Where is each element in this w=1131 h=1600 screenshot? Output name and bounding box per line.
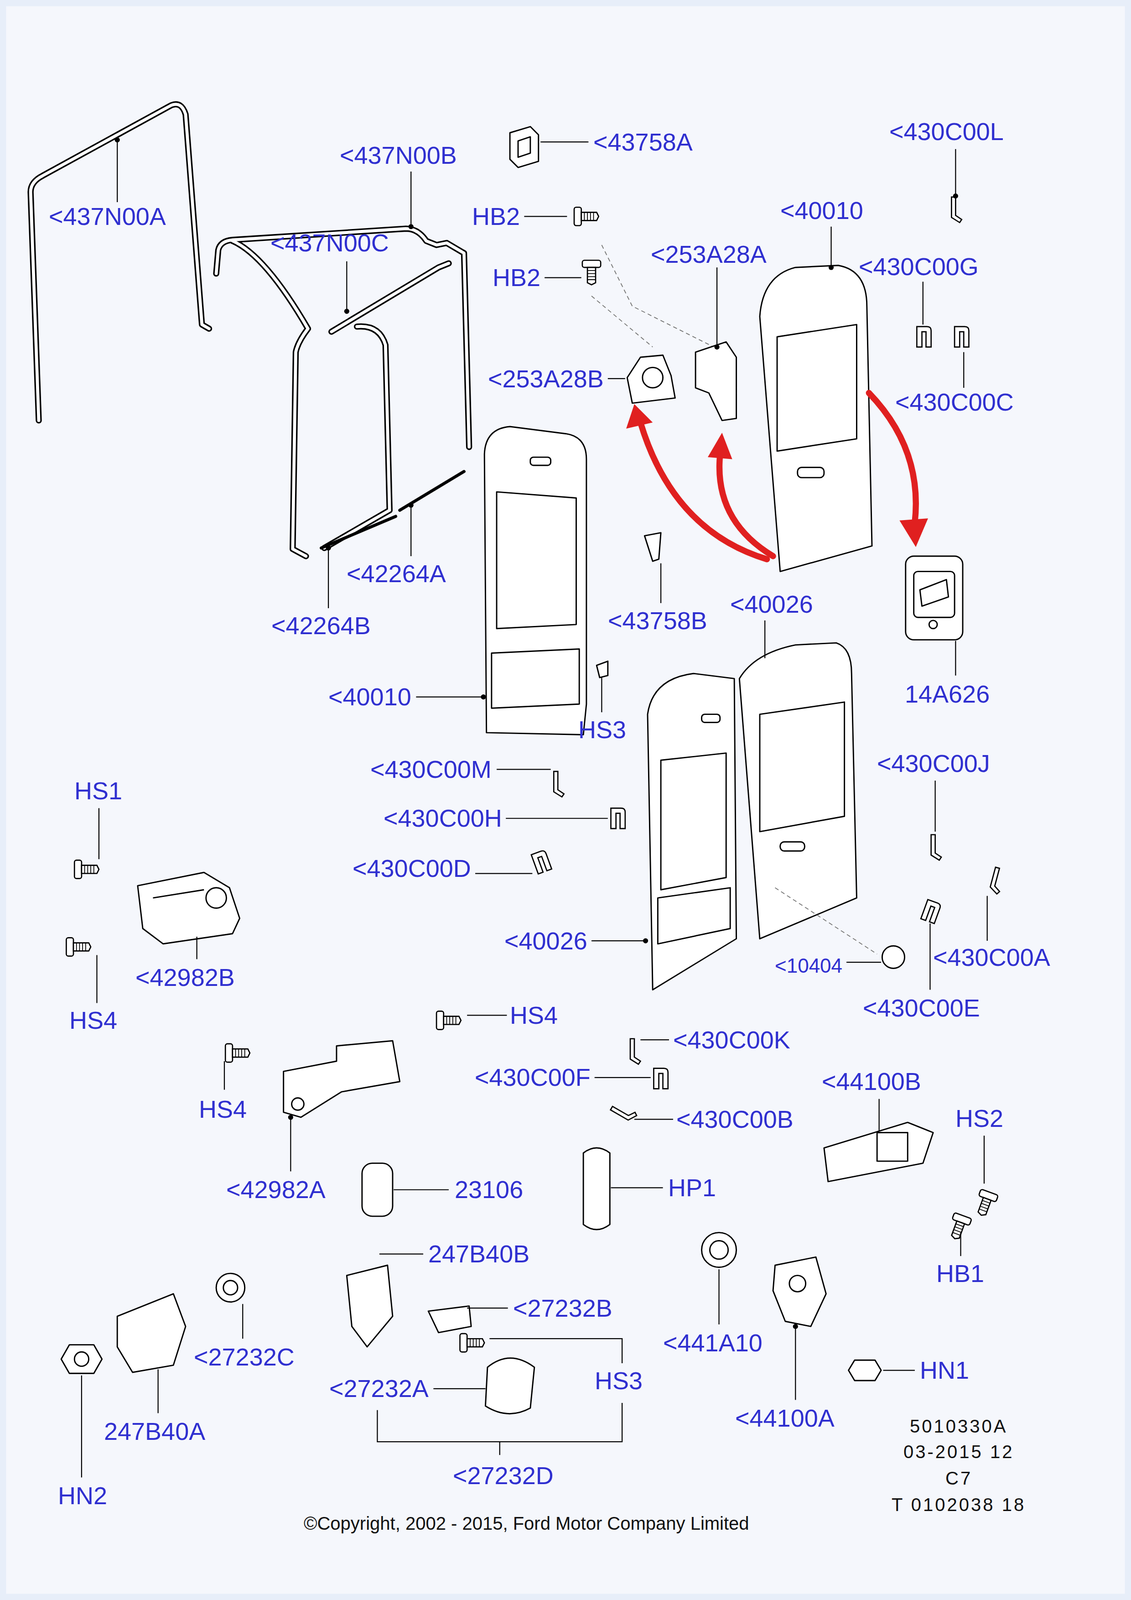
callout-number: <42982B bbox=[135, 962, 235, 991]
callout-number: <43758A bbox=[593, 127, 693, 156]
callout-number: HB2 bbox=[472, 202, 520, 231]
callout-number: <27232A bbox=[329, 1373, 429, 1402]
callout-number: <441A10 bbox=[663, 1328, 763, 1357]
callout-number: 5010330A bbox=[909, 1415, 1008, 1437]
callout-number: HS3 bbox=[594, 1365, 643, 1395]
callout-number: HB1 bbox=[936, 1258, 985, 1287]
callout-number: <27232B bbox=[513, 1293, 613, 1322]
callout-number: <430C00A bbox=[933, 942, 1051, 971]
callout-number: HS3 bbox=[578, 715, 627, 744]
callout-number: <430C00M bbox=[370, 754, 492, 784]
callout-number: <40026 bbox=[504, 926, 588, 955]
callout-number: <42982A bbox=[226, 1174, 326, 1204]
callout-number: <430C00C bbox=[895, 387, 1014, 416]
callout-number: 247B40A bbox=[103, 1416, 206, 1445]
callout-number: <253A28A bbox=[650, 239, 767, 269]
callout-number: HN1 bbox=[919, 1355, 970, 1384]
callout-number: HN2 bbox=[57, 1480, 108, 1510]
callout-number: <44100B bbox=[821, 1066, 922, 1095]
callout-number: <40026 bbox=[730, 589, 814, 618]
callout-number: <430C00D bbox=[352, 853, 472, 882]
callout-number: HS2 bbox=[955, 1103, 1004, 1132]
callout-number: <44100A bbox=[735, 1403, 835, 1432]
callout-number: <40010 bbox=[780, 196, 864, 225]
callout-number: HP1 bbox=[668, 1172, 716, 1202]
callout-number: <253A28B bbox=[487, 364, 604, 393]
callout-number: <430C00F bbox=[474, 1062, 591, 1091]
callout-number: <430C00K bbox=[673, 1025, 791, 1054]
callout-number: 247B40B bbox=[428, 1239, 530, 1268]
copyright-caption: ©Copyright, 2002 - 2015, Ford Motor Comp… bbox=[303, 1512, 750, 1534]
callout-number: 23106 bbox=[454, 1174, 524, 1204]
callout-number: 14A626 bbox=[904, 679, 990, 708]
callout-number: <430C00B bbox=[676, 1104, 794, 1133]
callout-number: <27232D bbox=[452, 1460, 554, 1489]
callout-number: <43758B bbox=[607, 606, 708, 635]
callout-number: <430C00H bbox=[383, 803, 503, 832]
callout-number: HS1 bbox=[74, 776, 123, 805]
callout-number: HS4 bbox=[69, 1005, 118, 1034]
callout-number: HB2 bbox=[492, 263, 541, 292]
callout-number: HS4 bbox=[509, 1000, 558, 1029]
callout-number: <10404 bbox=[774, 954, 843, 978]
callout-number: <42264B bbox=[271, 611, 371, 640]
callout-number: <42264A bbox=[346, 559, 447, 588]
callout-number: <437N00B bbox=[339, 140, 457, 170]
callout-number: HS4 bbox=[198, 1094, 247, 1123]
callout-number: <437N00C bbox=[270, 228, 390, 257]
callout-number: T 0102038 18 bbox=[891, 1493, 1026, 1515]
callout-number: C7 bbox=[945, 1467, 973, 1489]
callout-number: <40010 bbox=[328, 682, 412, 711]
callout-number: 03-2015 12 bbox=[903, 1440, 1014, 1462]
callout-number: <430C00E bbox=[862, 993, 981, 1022]
callout-number: <430C00J bbox=[876, 748, 991, 778]
callout-number: <430C00G bbox=[858, 252, 979, 281]
callout-number: <27232C bbox=[193, 1342, 295, 1371]
callout-number: <430C00L bbox=[889, 117, 1004, 146]
callout-number: <437N00A bbox=[48, 202, 167, 231]
